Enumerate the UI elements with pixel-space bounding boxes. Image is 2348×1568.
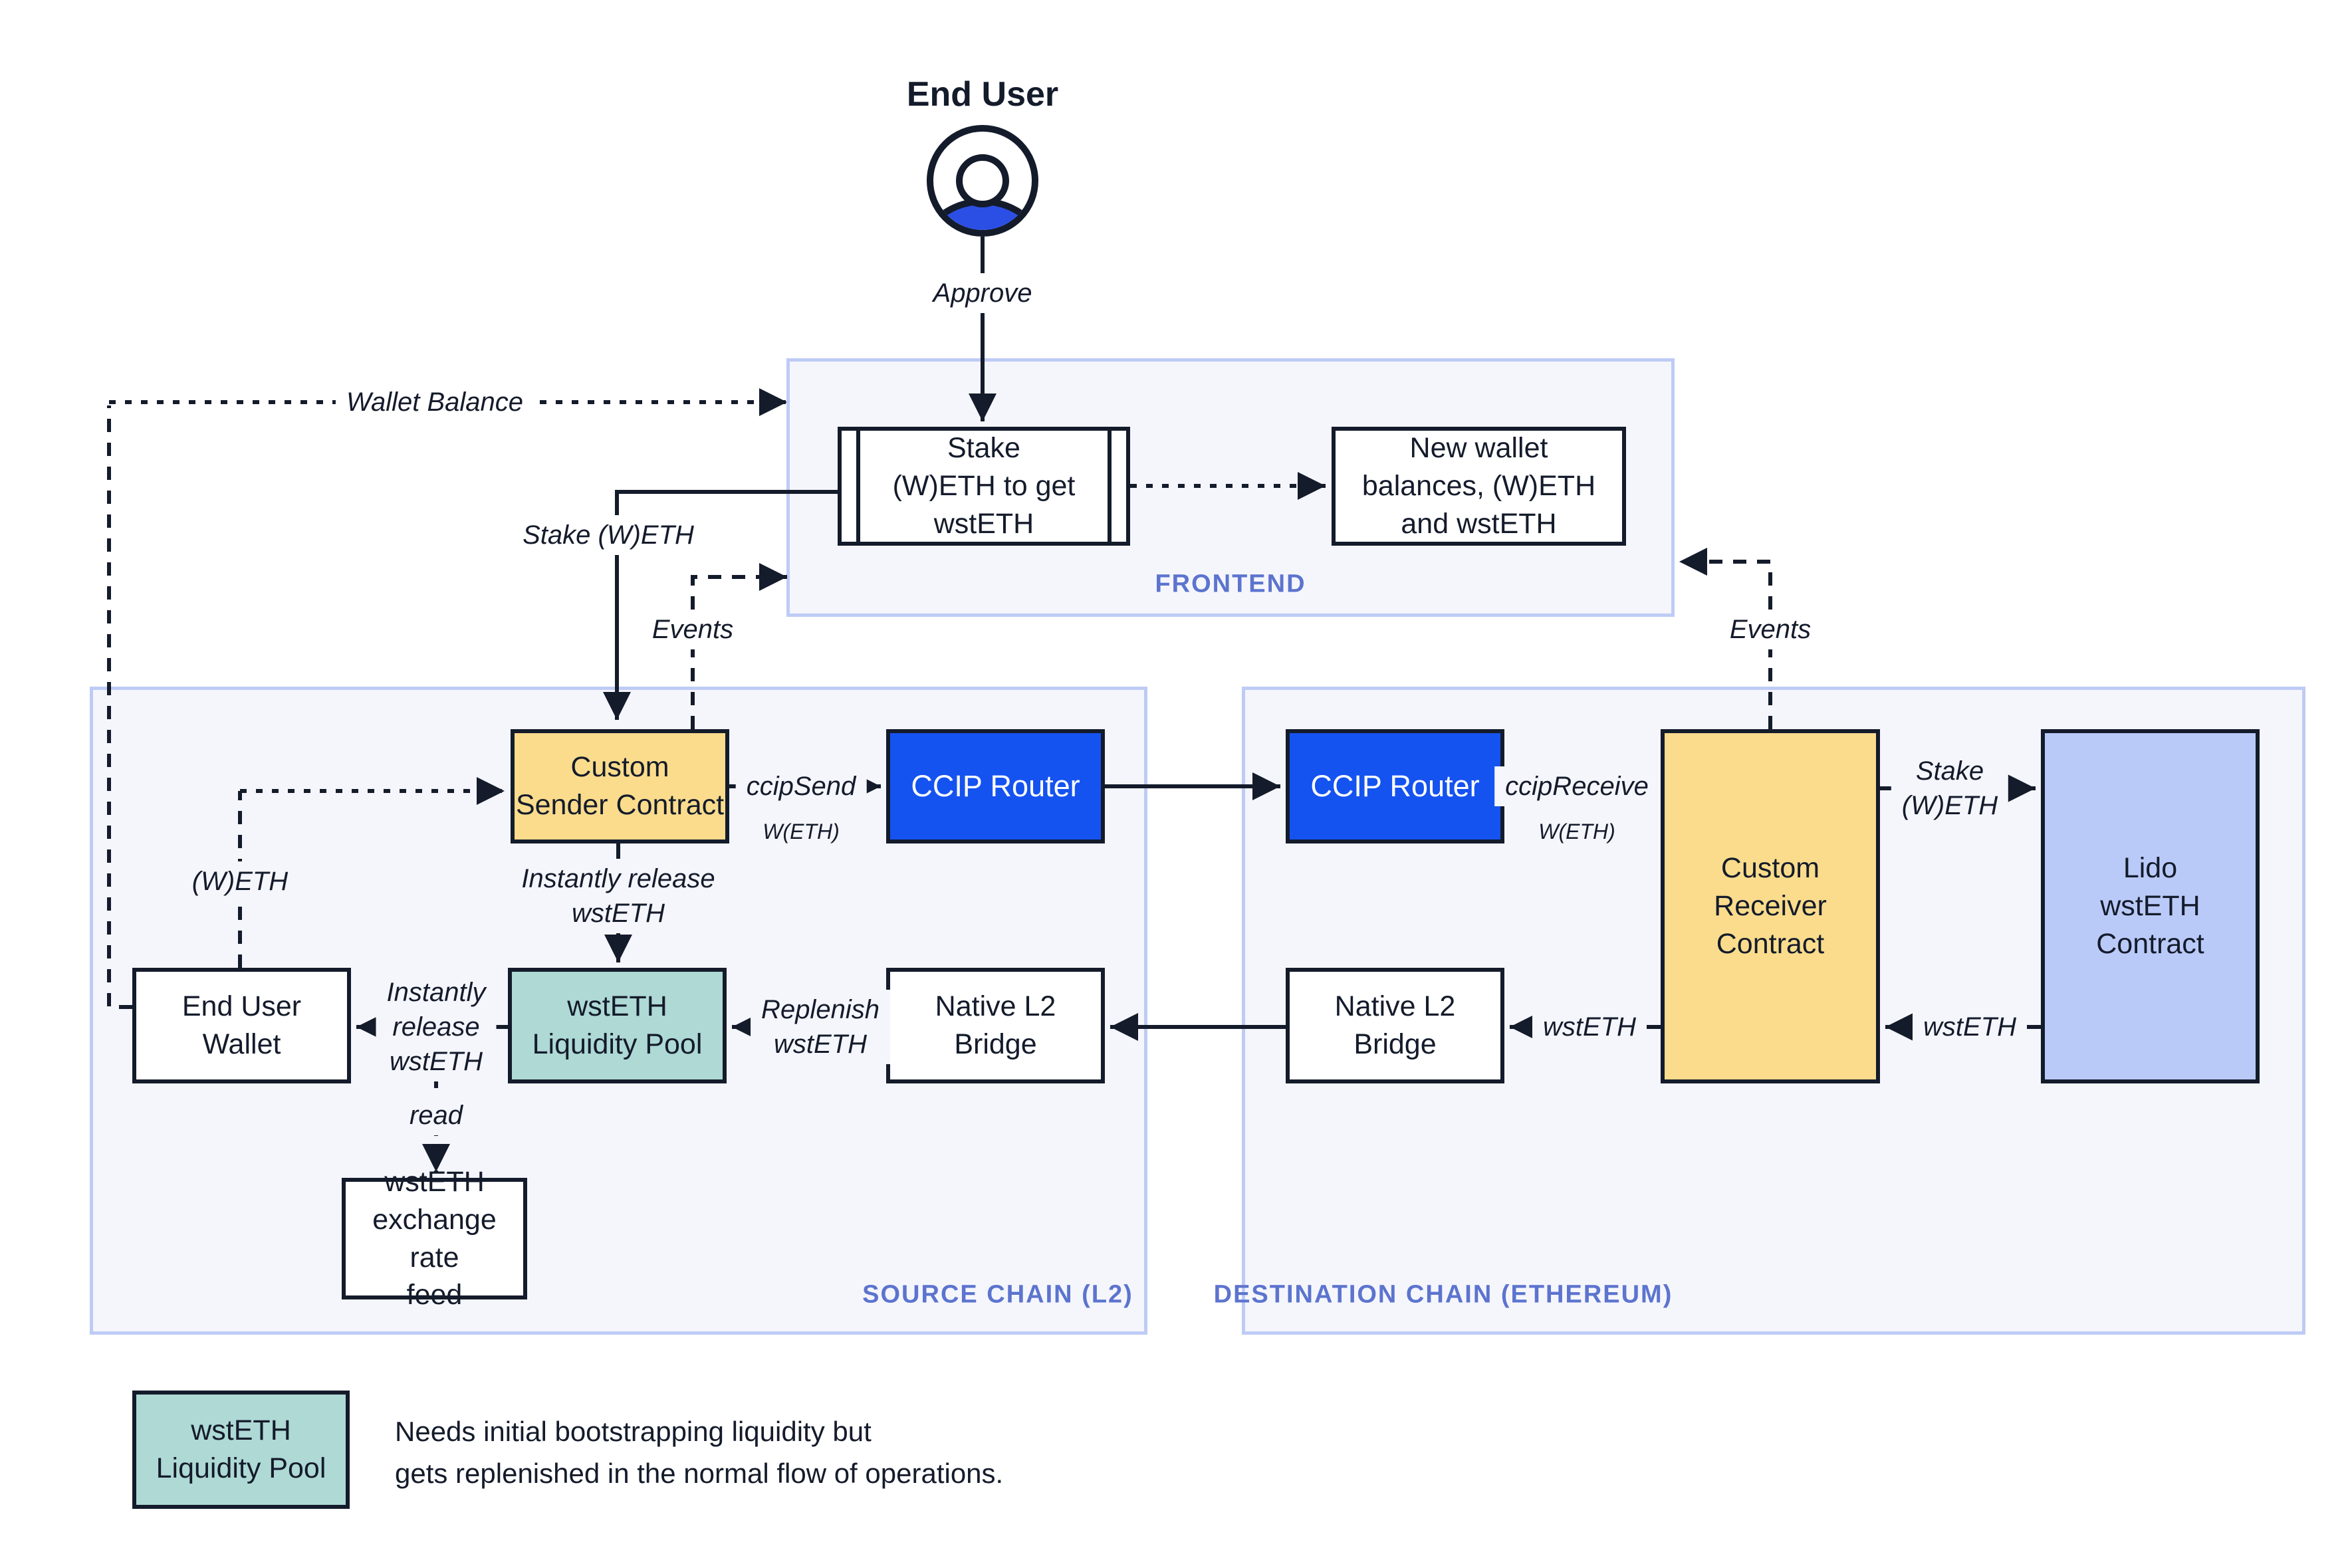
edge-ccipsend-label: ccipSend xyxy=(735,766,867,806)
node-native-bridge-l2-label: Native L2 Bridge xyxy=(935,990,1056,1060)
subprocess-bar xyxy=(1108,431,1112,542)
node-custom-receiver-label: Custom Receiver Contract xyxy=(1714,852,1827,960)
edge-ccipsend-token-label: W(ETH) xyxy=(763,820,840,844)
node-custom-sender-label: Custom Sender Contract xyxy=(515,751,725,821)
source-chain-panel-label: SOURCE CHAIN (L2) xyxy=(862,1280,1133,1309)
node-stake-form-label: Stake (W)ETH to get wstETH xyxy=(892,432,1076,540)
node-ccip-router-eth-label: CCIP Router xyxy=(1310,769,1480,804)
edge-weth-label: (W)ETH xyxy=(181,861,299,901)
end-user-title: End User xyxy=(906,75,1059,114)
edge-events-left-label: Events xyxy=(641,610,745,649)
edge-wallet-balance-label: Wallet Balance xyxy=(335,382,534,422)
node-ccip-router-eth: CCIP Router xyxy=(1286,729,1504,843)
end-user-icon xyxy=(927,125,1038,237)
edge-stake-weth-left-line xyxy=(603,490,838,720)
node-native-bridge-eth-label: Native L2 Bridge xyxy=(1334,990,1456,1060)
edge-stake-weth-right-label: Stake (W)ETH xyxy=(1891,751,2009,826)
edge-approve-label: Approve xyxy=(922,273,1043,313)
node-custom-receiver-contract: Custom Receiver Contract xyxy=(1661,729,1880,1083)
node-stake-form: Stake (W)ETH to get wstETH xyxy=(838,427,1130,546)
node-native-l2-bridge-source: Native L2 Bridge xyxy=(886,968,1105,1083)
destination-chain-panel-label: DESTINATION CHAIN (ETHEREUM) xyxy=(1213,1280,1673,1309)
edge-ccipreceive-token-label: W(ETH) xyxy=(1538,820,1615,844)
node-new-balances-label: New wallet balances, (W)ETH and wstETH xyxy=(1361,432,1596,540)
node-end-user-wallet-label: End User Wallet xyxy=(181,990,302,1060)
node-ccip-router-l2-label: CCIP Router xyxy=(911,769,1080,804)
edge-replenish-label: Replenish wstETH xyxy=(751,990,890,1064)
node-new-balances: New wallet balances, (W)ETH and wstETH xyxy=(1332,427,1626,546)
node-end-user-wallet: End User Wallet xyxy=(132,968,351,1083)
legend-swatch-label: wstETH Liquidity Pool xyxy=(156,1414,326,1484)
subprocess-bar xyxy=(856,431,860,542)
edge-events-right-label: Events xyxy=(1718,610,1822,649)
node-liquidity-pool-label: wstETH Liquidity Pool xyxy=(532,990,703,1060)
edge-wallet-balance-vline xyxy=(107,405,132,1009)
edge-ccipreceive-label: ccipReceive xyxy=(1494,766,1659,806)
edge-wsteth-from-lido-label: wstETH xyxy=(1913,1007,2027,1047)
legend-swatch-liquidity-pool: wstETH Liquidity Pool xyxy=(132,1391,350,1509)
node-custom-sender-contract: Custom Sender Contract xyxy=(511,729,729,843)
node-rate-feed-label: wstETH exchange rate feed xyxy=(372,1166,497,1311)
node-native-l2-bridge-destination: Native L2 Bridge xyxy=(1286,968,1504,1083)
edge-read-label: read xyxy=(398,1095,474,1135)
edge-stake-weth-left-label: Stake (W)ETH xyxy=(512,515,705,555)
node-ccip-router-l2: CCIP Router xyxy=(886,729,1105,843)
legend-note: Needs initial bootstrapping liquidity bu… xyxy=(395,1416,1004,1489)
edge-wsteth-to-bridge-label: wstETH xyxy=(1532,1007,1647,1047)
edge-events-right-line xyxy=(1679,548,1772,729)
node-wsteth-exchange-rate-feed: wstETH exchange rate feed xyxy=(342,1166,527,1311)
edge-events-left-line xyxy=(691,563,787,729)
edge-instant-release-h-label: Instantly release wstETH xyxy=(376,972,497,1081)
node-lido-wsteth-contract: Lido wstETH Contract xyxy=(2041,729,2260,1083)
node-lido-contract-label: Lido wstETH Contract xyxy=(2096,852,2204,960)
frontend-panel-label: FRONTEND xyxy=(1155,570,1306,598)
end-user-icon-head xyxy=(956,154,1009,207)
node-wsteth-liquidity-pool: wstETH Liquidity Pool xyxy=(508,968,727,1083)
edge-instant-release-v-label: Instantly release wstETH xyxy=(511,859,726,933)
